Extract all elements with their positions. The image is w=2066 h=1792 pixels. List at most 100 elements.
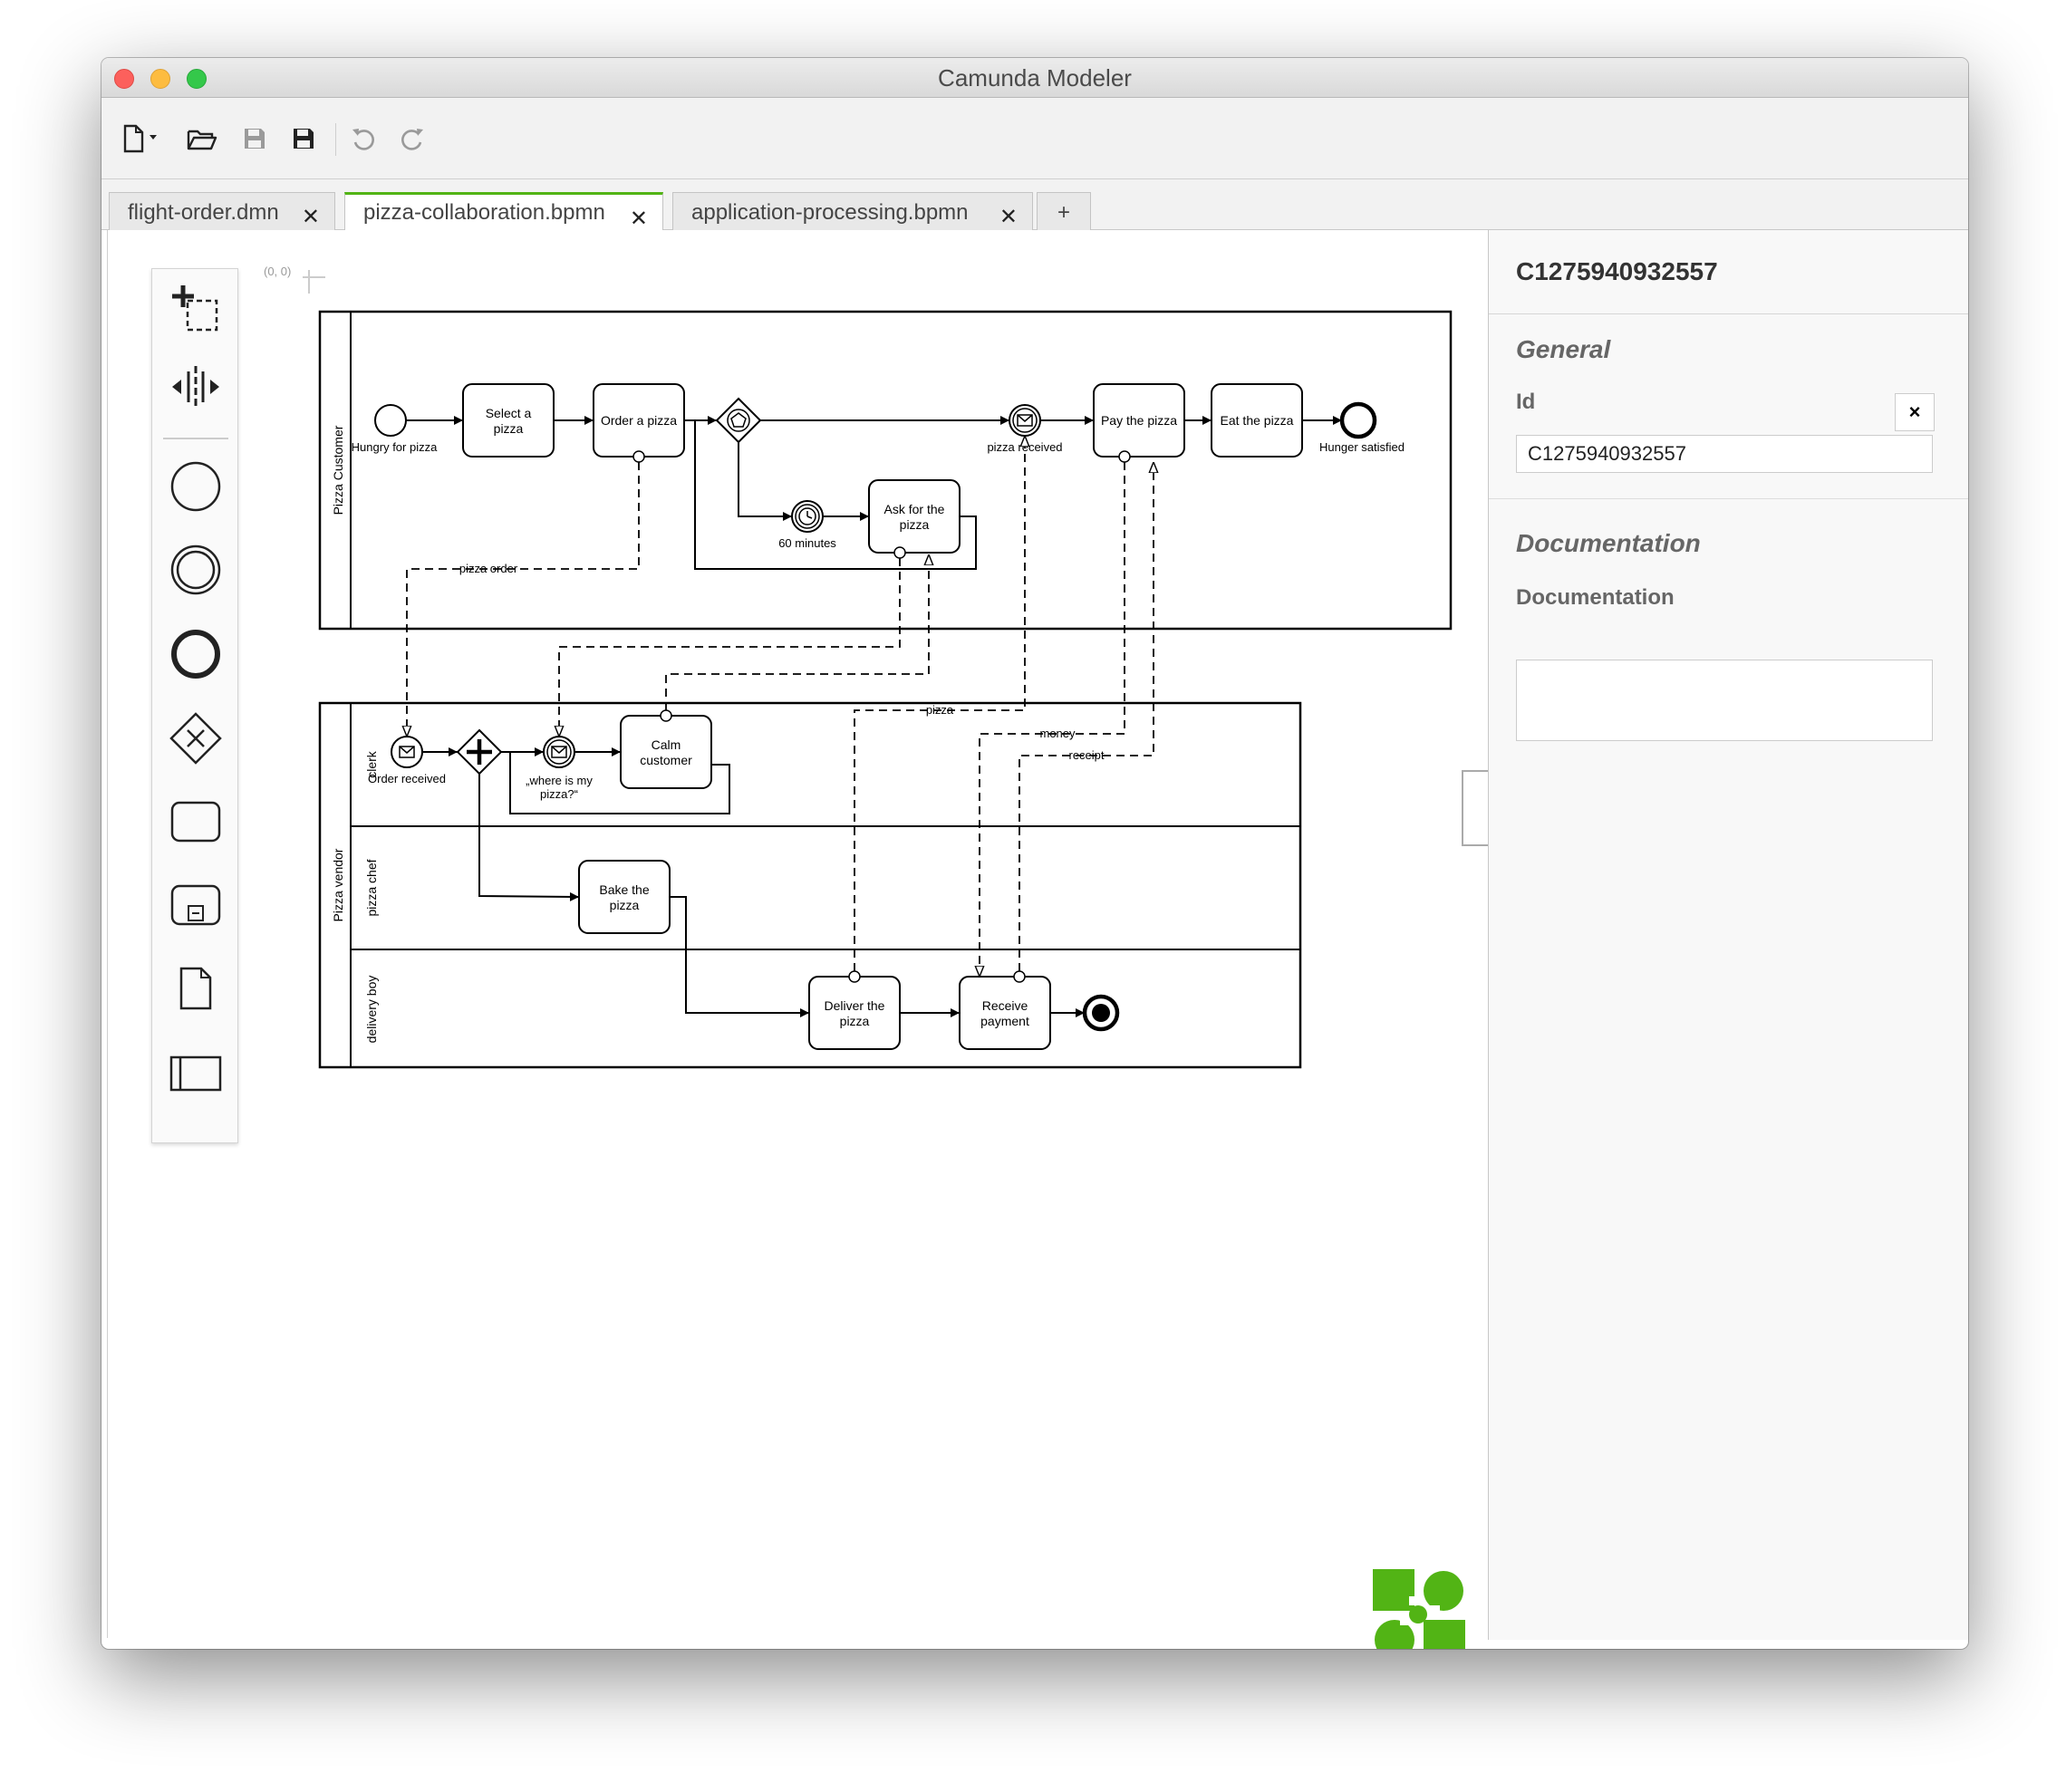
task-ask-for-pizza[interactable]: Ask for the pizza	[868, 479, 961, 559]
svg-text:pizza: pizza	[840, 1014, 870, 1028]
svg-text:pizza: pizza	[900, 517, 930, 532]
start-event-tool[interactable]	[167, 458, 225, 515]
task-bake-pizza[interactable]: Bake the pizza	[578, 860, 671, 934]
close-tab-icon[interactable]: ✕	[629, 207, 648, 231]
svg-text:Ask for the: Ask for the	[884, 502, 945, 516]
save-icon	[245, 129, 265, 149]
new-file-button[interactable]	[120, 123, 163, 154]
svg-text:customer: customer	[640, 753, 692, 767]
tab-flight-order[interactable]: flight-order.dmn ✕	[109, 192, 335, 231]
lasso-tool-button[interactable]	[167, 280, 225, 338]
open-folder-icon	[187, 130, 217, 150]
save-as-icon	[294, 129, 314, 149]
close-tab-icon[interactable]: ✕	[999, 205, 1018, 229]
task-tool[interactable]	[167, 793, 225, 851]
data-object-tool[interactable]	[167, 959, 225, 1017]
data-object-icon	[179, 967, 212, 1010]
task-order-pizza[interactable]: Order a pizza	[593, 383, 685, 463]
close-tab-icon[interactable]: ✕	[301, 205, 320, 229]
properties-panel: C1275940932557 General Id × Documentatio…	[1488, 230, 1968, 1640]
parallel-gateway[interactable]	[456, 728, 503, 776]
end-event-vendor[interactable]	[1082, 994, 1120, 1032]
redo-button[interactable]	[397, 123, 428, 154]
message-start-order-received[interactable]: Order received	[368, 736, 446, 785]
lane-label-clerk: clerk	[364, 750, 379, 778]
svg-text:Bake the: Bake the	[599, 882, 649, 897]
subprocess-icon	[170, 884, 221, 926]
message-event-where-is-my-pizza[interactable]: „where is my pizza?“	[526, 736, 593, 801]
lane-label-chef: pizza chef	[364, 859, 379, 916]
svg-text:Calm: Calm	[652, 737, 681, 752]
message-label-pizza: pizza	[926, 703, 954, 717]
tab-label: application-processing.bpmn	[691, 200, 969, 225]
id-input[interactable]	[1516, 435, 1933, 473]
toolbar	[101, 98, 1968, 179]
group-general-header[interactable]: General	[1516, 335, 1611, 363]
tab-application-processing[interactable]: application-processing.bpmn ✕	[672, 192, 1033, 231]
lane-label-delivery: delivery boy	[364, 976, 379, 1044]
pool-pizza-customer[interactable]: Pizza Customer	[318, 310, 1453, 631]
selected-element-id: C1275940932557	[1516, 257, 1718, 285]
palette-separator	[163, 438, 228, 439]
svg-text:Receive: Receive	[982, 998, 1028, 1013]
minimize-window-button[interactable]	[150, 69, 170, 89]
pool-label: Pizza Customer	[331, 425, 345, 515]
tab-pizza-collaboration[interactable]: pizza-collaboration.bpmn ✕	[344, 192, 663, 232]
gateway-tool[interactable]	[167, 709, 225, 767]
message-label-pizza-order: pizza order	[459, 562, 518, 575]
tab-bar: flight-order.dmn ✕ pizza-collaboration.b…	[101, 179, 1968, 232]
message-flows	[407, 436, 1154, 977]
lasso-tool-icon	[172, 285, 218, 332]
task-eat-pizza[interactable]: Eat the pizza	[1211, 383, 1303, 458]
tab-label: flight-order.dmn	[128, 200, 279, 225]
participant-tool[interactable]	[167, 1045, 225, 1103]
close-window-button[interactable]	[114, 69, 134, 89]
save-as-button[interactable]	[288, 123, 319, 154]
subprocess-tool[interactable]	[167, 876, 225, 934]
end-event-icon	[171, 630, 220, 679]
diagram-canvas[interactable]: (0, 0) Pizza Customer Pizza vendor clerk…	[107, 230, 1489, 1649]
task-pay-pizza[interactable]: Pay the pizza	[1093, 383, 1185, 463]
svg-text:„where is my: „where is my	[526, 774, 593, 787]
start-event-icon	[170, 461, 221, 512]
maximize-window-button[interactable]	[187, 69, 207, 89]
task-receive-payment[interactable]: Receive payment	[959, 970, 1051, 1050]
svg-text:Hunger satisfied: Hunger satisfied	[1319, 440, 1405, 454]
title-bar: Camunda Modeler	[101, 58, 1968, 98]
message-label-money: money	[1039, 727, 1076, 740]
start-event-hungry[interactable]: Hungry for pizza	[352, 404, 438, 454]
svg-text:Pay the pizza: Pay the pizza	[1101, 413, 1177, 428]
pool-label: Pizza vendor	[331, 848, 345, 921]
bpmn-diagram[interactable]: (0, 0) Pizza Customer Pizza vendor clerk…	[108, 230, 1489, 1638]
save-button[interactable]	[239, 123, 270, 154]
bpmn-io-logo[interactable]	[1373, 1569, 1465, 1649]
end-event-tool[interactable]	[167, 625, 225, 683]
gateway-icon	[169, 712, 222, 765]
id-label: Id	[1516, 390, 1536, 414]
origin-label: (0, 0)	[264, 265, 291, 278]
open-file-button[interactable]	[187, 123, 217, 154]
add-tab-button[interactable]: +	[1037, 192, 1091, 231]
sequence-flows-customer	[406, 416, 1342, 570]
svg-text:pizza?“: pizza?“	[540, 787, 578, 801]
space-tool-button[interactable]	[167, 358, 225, 416]
group-documentation-header[interactable]: Documentation	[1516, 529, 1701, 557]
task-select-pizza[interactable]: Select a pizza	[462, 383, 555, 458]
intermediate-event-tool[interactable]	[167, 541, 225, 599]
message-label-receipt: receipt	[1068, 748, 1104, 762]
event-based-gateway[interactable]	[715, 397, 762, 444]
task-calm-customer[interactable]: Calm customer	[620, 709, 712, 789]
svg-text:payment: payment	[980, 1014, 1029, 1028]
documentation-textarea[interactable]	[1516, 660, 1933, 741]
svg-text:Hungry for pizza: Hungry for pizza	[352, 440, 438, 454]
pool-pizza-vendor[interactable]: Pizza vendor clerk pizza chef delivery b…	[318, 701, 1302, 1069]
add-tab-label: +	[1057, 200, 1070, 225]
clear-id-button[interactable]: ×	[1895, 393, 1935, 431]
timer-event-60-minutes[interactable]: 60 minutes	[778, 500, 836, 550]
svg-text:Eat the pizza: Eat the pizza	[1221, 413, 1294, 428]
properties-panel-toggle[interactable]	[1461, 770, 1490, 846]
task-deliver-pizza[interactable]: Deliver the pizza	[808, 970, 901, 1050]
undo-button[interactable]	[348, 123, 379, 154]
end-event-hunger-satisfied[interactable]: Hunger satisfied	[1319, 401, 1405, 454]
new-file-icon	[123, 124, 157, 153]
